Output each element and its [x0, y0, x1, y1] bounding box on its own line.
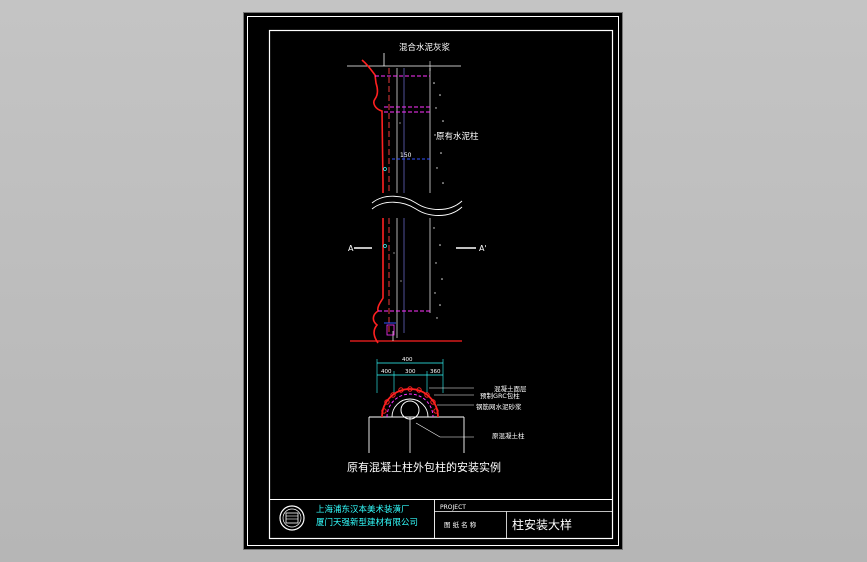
inner-frame: [268, 29, 614, 540]
callout-3: 钢筋网水泥砂浆: [476, 402, 522, 411]
company-name-2: 厦门天强新型建材有限公司: [316, 517, 418, 528]
section-mark-left: A: [348, 244, 354, 253]
outer-frame: [247, 16, 619, 546]
drawing-sheet[interactable]: 混合水泥灰浆 150: [244, 13, 622, 549]
callout-4: 原混凝土柱: [492, 431, 525, 440]
dim-150: 150: [400, 152, 412, 159]
column-label: 原有水泥柱: [436, 131, 479, 142]
company-name-1: 上海浦东汉本美术装潢厂: [316, 504, 410, 515]
callout-2: 预制GRC包柱: [480, 391, 520, 400]
top-note: 混合水泥灰浆: [399, 42, 451, 53]
elevation-view: 混合水泥灰浆 150: [347, 42, 487, 344]
callout-1: 混凝土面层: [494, 384, 527, 393]
company-logo-icon: [279, 505, 305, 531]
plan-dim-left: 400: [381, 369, 392, 375]
drawing-name-label: 图 纸 名 称: [444, 520, 477, 529]
title-block: 上海浦东汉本美术装潢厂 厦门天强新型建材有限公司 PROJECT 图 纸 名 称…: [269, 499, 613, 539]
concrete-hatch: [393, 82, 444, 319]
plan-dim-mid: 300: [405, 369, 416, 375]
project-label: PROJECT: [440, 504, 466, 511]
plan-dim-total: 400: [402, 357, 413, 363]
drawing-canvas: 混合水泥灰浆 150: [247, 16, 619, 546]
plan-view: 400 400 300 360: [368, 357, 527, 453]
section-mark-right: A': [479, 244, 487, 253]
drawing-title: 柱安装大样: [512, 517, 572, 532]
plan-dim-right: 360: [430, 369, 441, 375]
drawing-caption: 原有混凝土柱外包柱的安装实例: [347, 460, 501, 474]
